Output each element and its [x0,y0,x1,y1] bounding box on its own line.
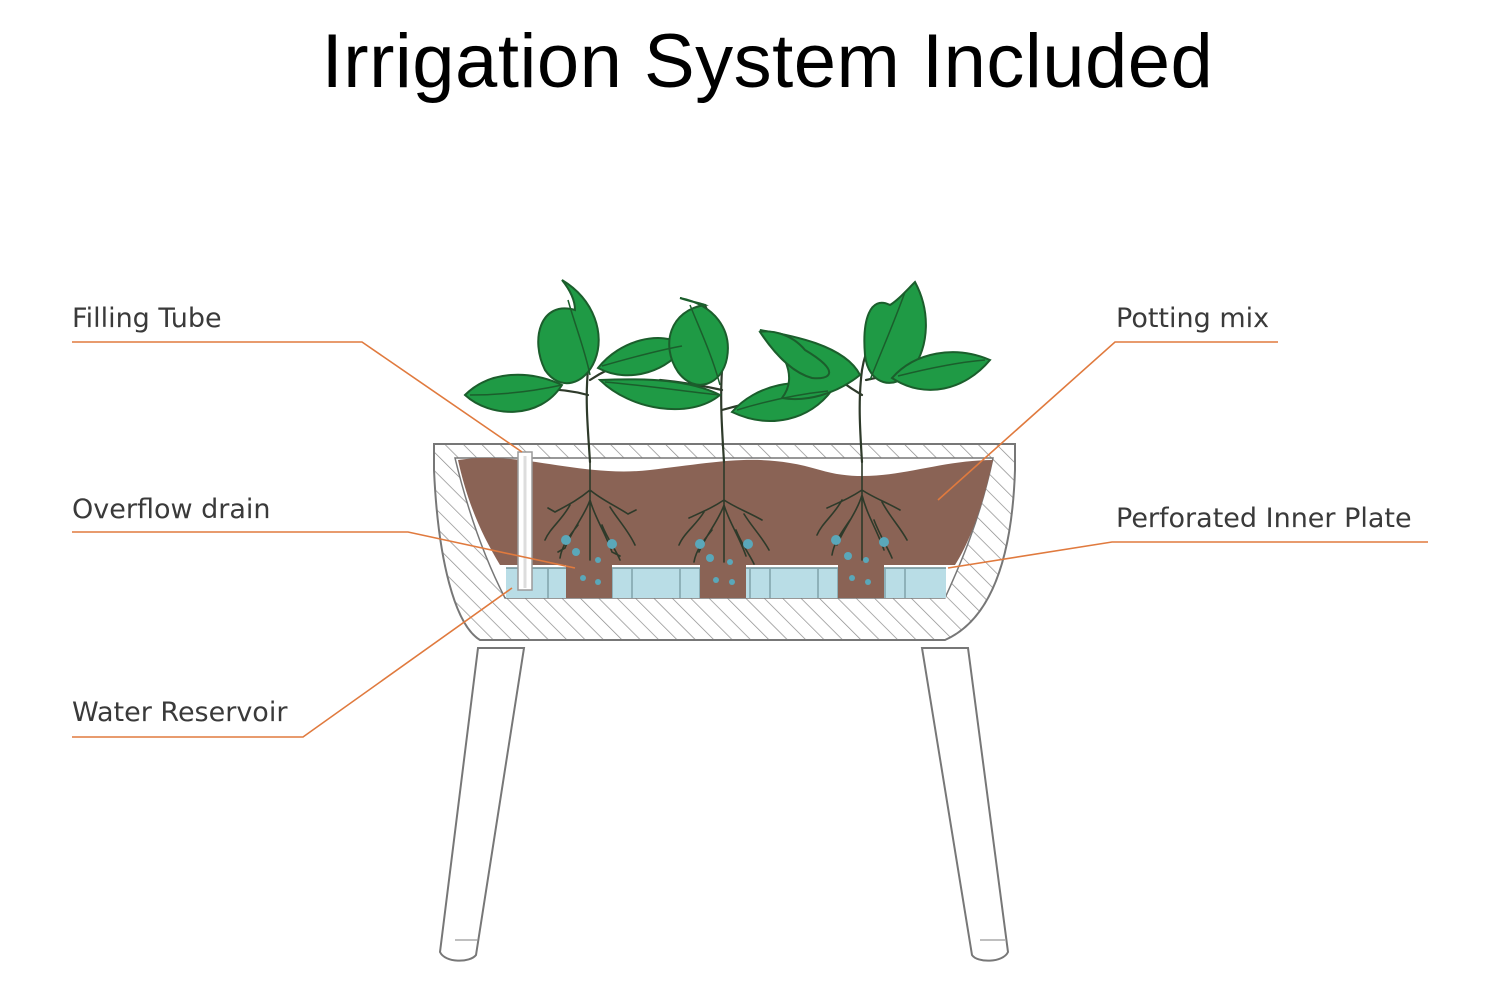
callout-line-potting-mix [937,341,1278,501]
wicking-columns [566,565,884,598]
callout-labels: Filling Tube Overflow drain Water Reserv… [72,303,1412,728]
planter-legs [438,647,1010,962]
label-filling-tube: Filling Tube [72,303,222,334]
label-perforated-inner-plate: Perforated Inner Plate [1116,503,1412,534]
water-droplets [561,535,889,585]
label-water-reservoir: Water Reservoir [72,697,288,728]
label-overflow-drain: Overflow drain [72,494,271,525]
left-leg [438,647,526,962]
leaf-veins [469,291,986,411]
leaf [597,378,722,411]
leaf [537,279,600,385]
callout-line-overflow-drain [72,531,576,569]
label-potting-mix: Potting mix [1116,303,1269,334]
plant-leaves [463,279,992,422]
callout-line-filling-tube [72,341,523,453]
right-leg [920,647,1010,962]
page-title: Irrigation System Included [321,19,1214,104]
leaf [758,330,831,380]
filling-tube [517,451,533,591]
callout-line-perforated-plate [947,541,1428,569]
leaf [668,297,729,386]
callout-line-water-reservoir [72,587,513,738]
callout-lines [72,341,1428,738]
